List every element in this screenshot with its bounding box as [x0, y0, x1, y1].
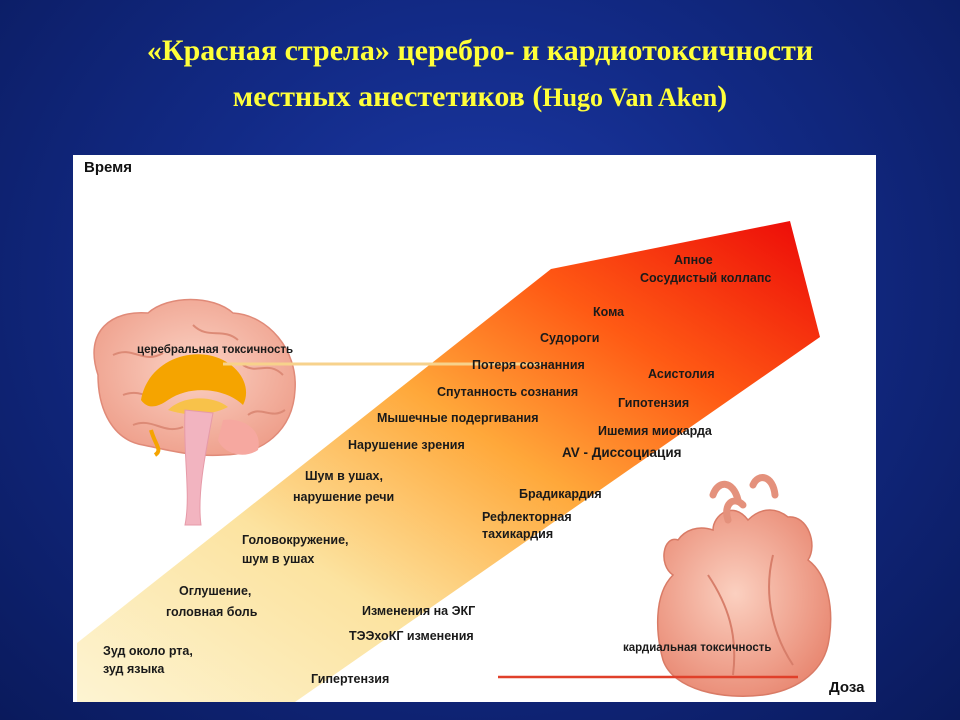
cns-symptom: Апное: [674, 253, 713, 267]
cardio-symptom: Брадикардия: [519, 487, 602, 501]
cardio-symptom: Асистолия: [648, 367, 715, 381]
cardio-symptom: Рефлекторная: [482, 510, 572, 524]
title-line-1: «Красная стрела» церебро- и кардиотоксич…: [146, 34, 814, 67]
cns-symptom: нарушение речи: [293, 490, 395, 504]
brain-illustration: [93, 298, 296, 526]
cardio-symptom: тахикардия: [482, 527, 554, 541]
cns-symptom: зуд языка: [103, 662, 165, 676]
red-arrow-band: [77, 221, 820, 702]
cns-symptom: Оглушение,: [179, 584, 252, 598]
cns-symptom: головная боль: [166, 605, 258, 619]
diagram-graphics: [77, 221, 832, 702]
heart-illustration: [656, 474, 832, 697]
cns-symptom: Спутанность сознания: [437, 385, 579, 399]
cardio-symptom: Гипотензия: [618, 396, 690, 410]
cerebral-toxicity-label: церебральная токсичность: [137, 344, 294, 356]
cardio-symptom: Ишемия миокарда: [598, 424, 712, 438]
cardio-symptom: Гипертензия: [311, 672, 390, 686]
cns-symptom: Зуд около рта,: [103, 644, 193, 658]
cardio-symptom: AV - Диссоциация: [562, 445, 682, 460]
cardio-symptom: ТЭЭхоКГ изменения: [349, 629, 474, 643]
cns-symptom: Потеря сознанния: [472, 358, 585, 372]
author-name: Hugo Van Aken: [542, 83, 718, 112]
cns-symptom: Шум в ушах,: [305, 469, 383, 483]
y-axis-label: Время: [84, 159, 132, 176]
cns-symptom: Головокружение,: [242, 533, 349, 547]
slide-title: «Красная стрела» церебро- и кардиотоксич…: [0, 28, 960, 121]
cns-symptom: шум в ушах: [242, 552, 315, 566]
cns-symptom: Нарушение зрения: [348, 438, 465, 452]
cns-symptom: Сосудистый коллапс: [640, 271, 772, 285]
x-axis-label: Доза: [829, 679, 865, 696]
cns-symptom: Кома: [593, 305, 625, 319]
diagram-panel: Время Доза церебральная токсичность кард…: [73, 155, 876, 702]
cns-symptom: Судороги: [540, 331, 600, 345]
cardio-symptom: Изменения на ЭКГ: [362, 604, 476, 618]
cardiac-toxicity-label: кардиальная токсичность: [623, 642, 772, 654]
cns-symptom: Мышечные подергивания: [377, 411, 539, 425]
title-line-2: местных анестетиков (Hugo Van Aken): [232, 80, 728, 113]
